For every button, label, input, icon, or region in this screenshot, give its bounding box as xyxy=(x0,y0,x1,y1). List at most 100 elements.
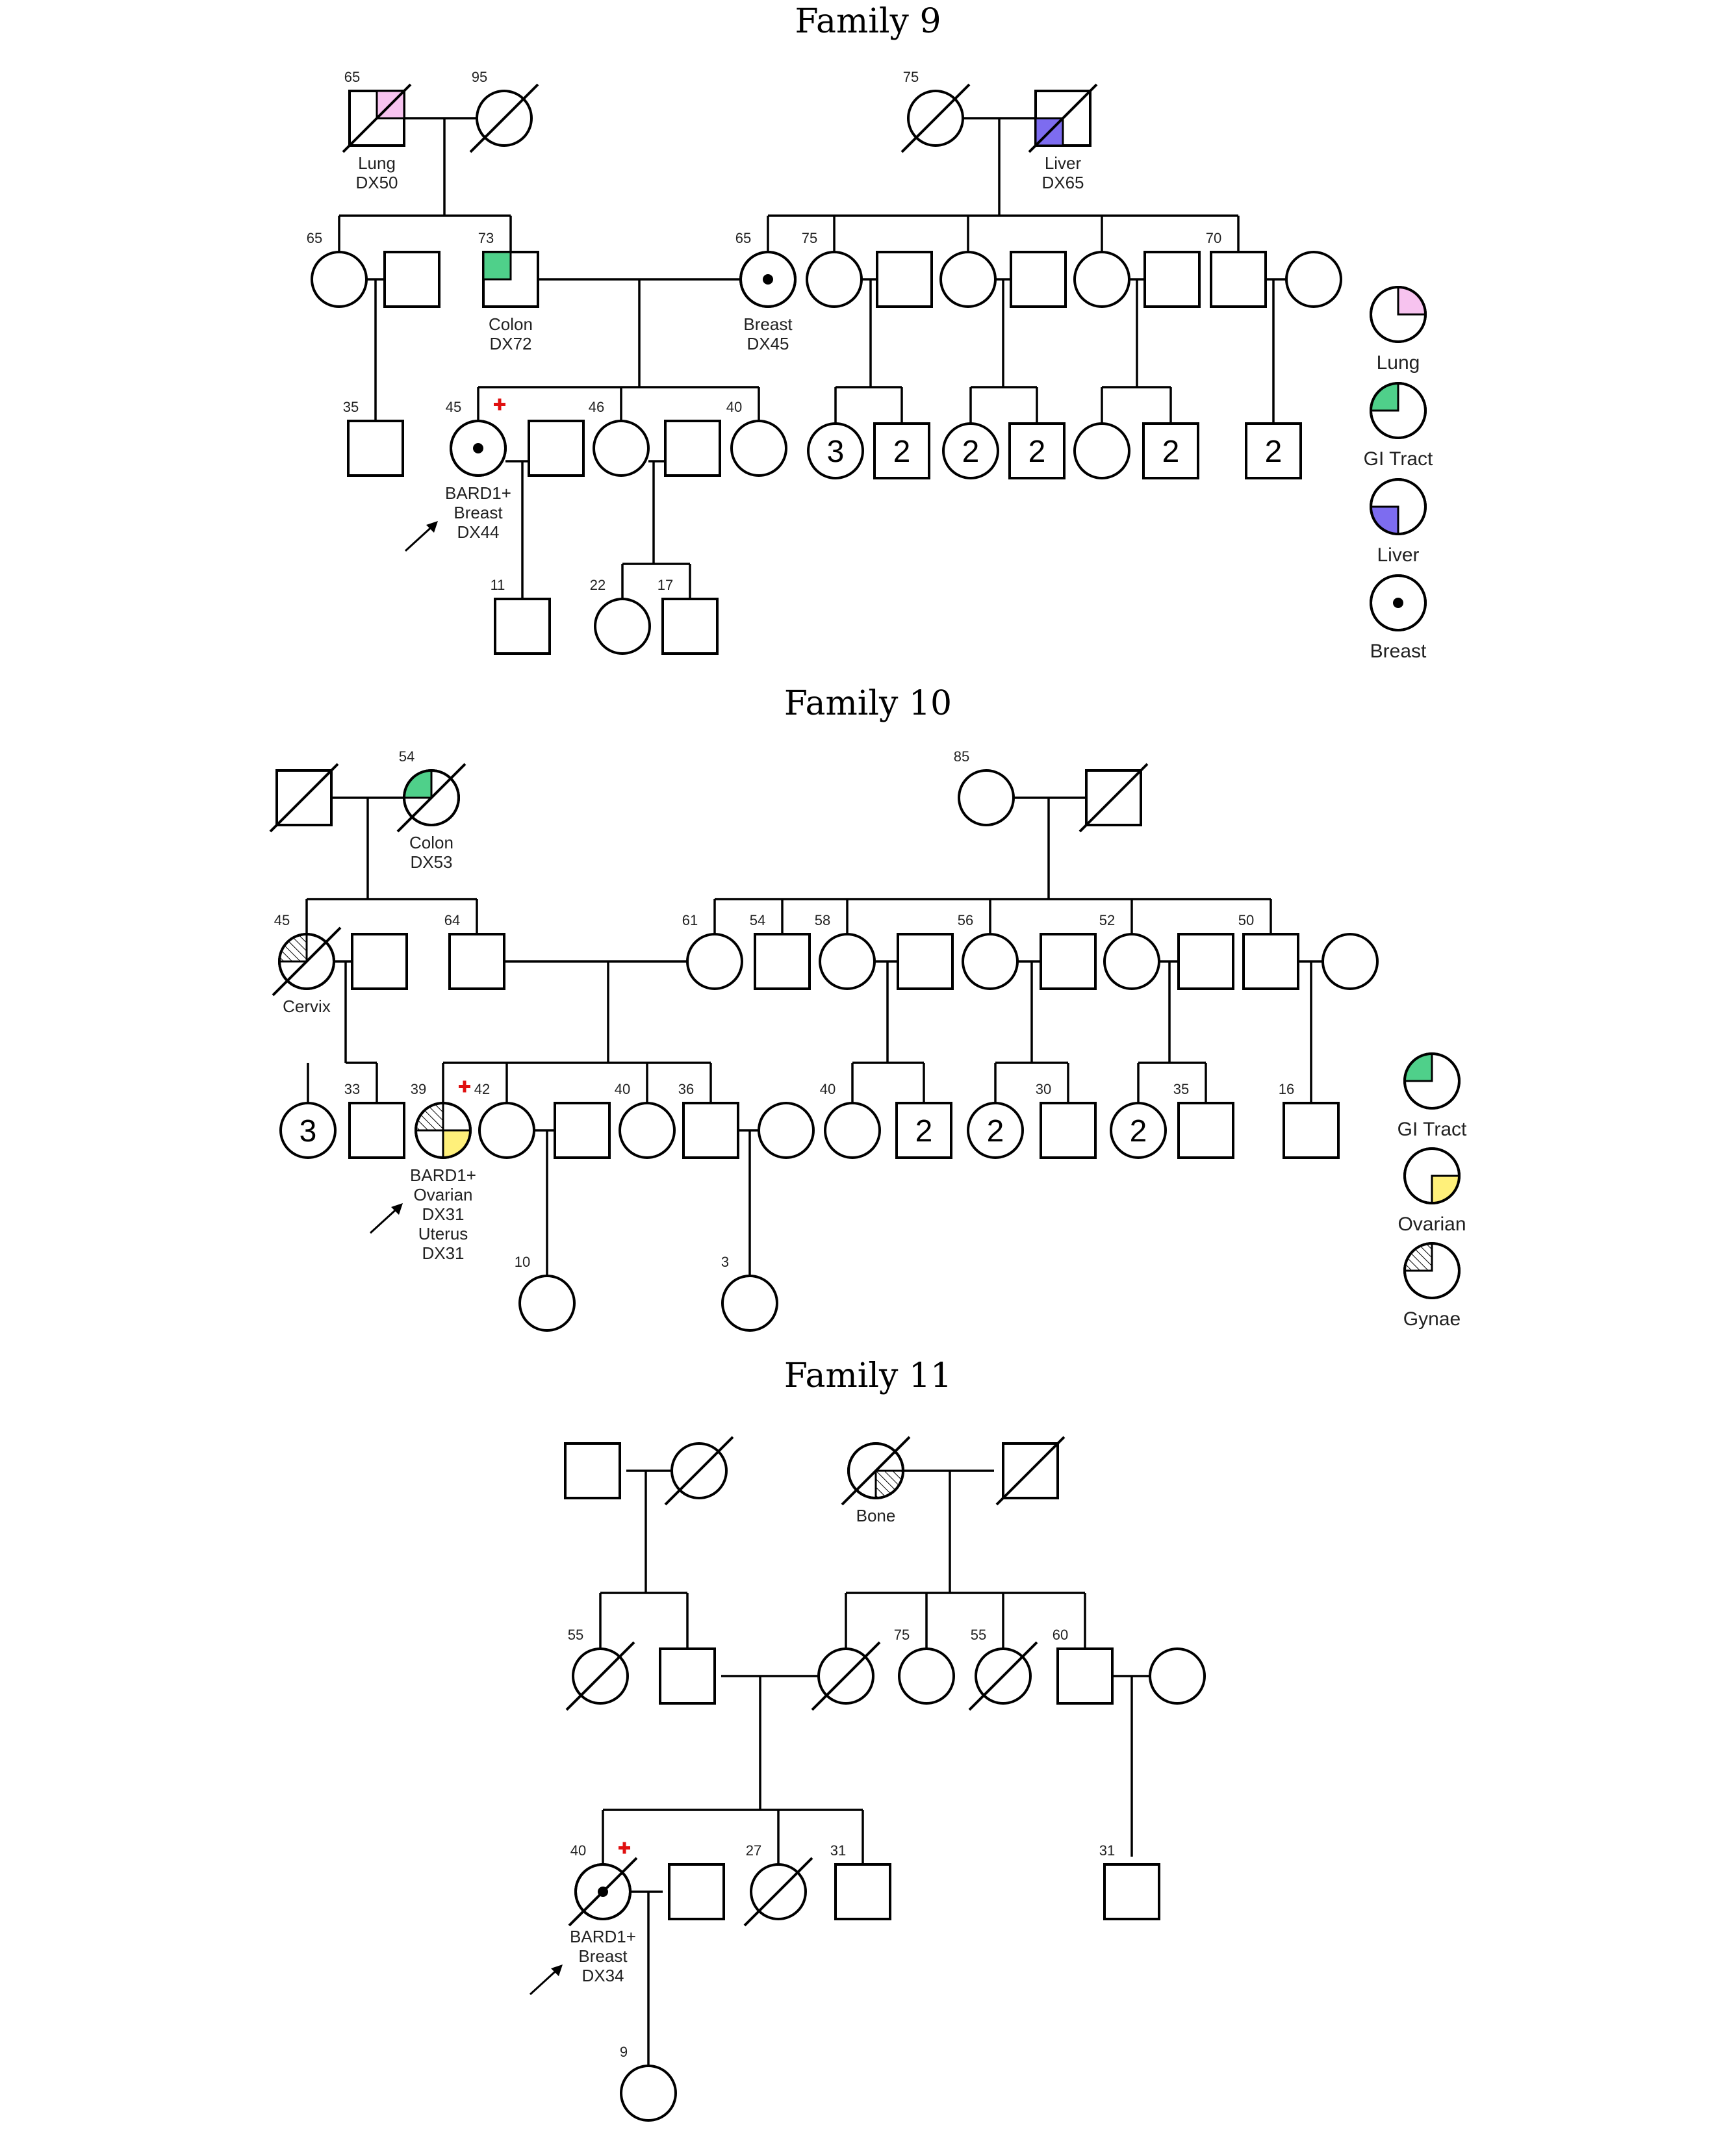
member-age: 56 xyxy=(958,912,973,928)
member-age: 55 xyxy=(568,1627,583,1643)
male-symbol xyxy=(448,933,505,990)
pedigree-member xyxy=(968,1641,1038,1711)
pedigree-member xyxy=(351,933,408,990)
member-age: 40 xyxy=(615,1081,630,1097)
female-symbol xyxy=(824,1102,881,1159)
diagnosis-label: Uterus xyxy=(418,1224,468,1243)
member-age: 95 xyxy=(472,69,487,85)
legend-gi-tract-icon xyxy=(1403,1052,1461,1110)
breast-dot-icon xyxy=(1393,598,1403,608)
male-symbol xyxy=(661,598,719,655)
pedigree-member xyxy=(834,1863,891,1920)
sibling-count: 2 xyxy=(987,1114,1004,1149)
sibling-count: 2 xyxy=(1162,435,1180,469)
member-age: 85 xyxy=(954,748,969,765)
pedigree-member xyxy=(895,1102,952,1159)
male-symbol xyxy=(1103,1863,1160,1920)
pedigree-member xyxy=(824,1102,881,1159)
deceased-slash xyxy=(841,1436,911,1506)
pedigree-member xyxy=(942,422,999,479)
female-symbol xyxy=(1073,422,1130,479)
pedigree-member xyxy=(819,933,876,990)
pedigree-member xyxy=(754,933,811,990)
male-symbol xyxy=(664,420,721,477)
legend-gynae-icon xyxy=(1403,1242,1461,1299)
sibling-count: 2 xyxy=(962,435,980,469)
male-symbol xyxy=(873,422,930,479)
diagnosis-label: DX45 xyxy=(747,334,789,353)
deceased-slash xyxy=(568,1857,638,1927)
member-age: 54 xyxy=(399,748,415,765)
pedigree-member xyxy=(620,2065,677,2122)
female-symbol xyxy=(1321,933,1379,990)
pedigree-member xyxy=(1149,1647,1206,1705)
deceased-slash xyxy=(1079,763,1149,833)
diagnosis-label: Bone xyxy=(856,1506,896,1525)
male-symbol xyxy=(659,1647,716,1705)
member-age: 22 xyxy=(590,577,606,593)
member-age: 64 xyxy=(444,912,460,928)
female-symbol xyxy=(1285,251,1342,308)
diagnosis-label: DX65 xyxy=(1041,173,1084,192)
female-symbol xyxy=(279,1102,337,1159)
member-age: 46 xyxy=(589,399,604,415)
pedigree-member xyxy=(807,422,864,479)
female-symbol xyxy=(806,251,863,308)
female-symbol xyxy=(807,422,864,479)
legend-liver-icon xyxy=(1370,478,1427,535)
diagnosis-label: Breast xyxy=(453,503,503,522)
male-symbol xyxy=(1177,933,1234,990)
member-age: 75 xyxy=(802,230,817,246)
male-symbol xyxy=(564,1442,621,1499)
sibling-count: 2 xyxy=(1265,435,1283,469)
male-symbol xyxy=(1040,1102,1097,1159)
member-age: 54 xyxy=(750,912,765,928)
male-symbol xyxy=(1245,422,1302,479)
diagnosis-label: Ovarian xyxy=(413,1185,472,1204)
member-age: 45 xyxy=(274,912,290,928)
pedigree-member xyxy=(1040,1102,1097,1159)
sibling-count: 2 xyxy=(1028,435,1046,469)
member-age: 17 xyxy=(657,577,673,593)
member-age: 30 xyxy=(1036,1081,1051,1097)
sibling-count: 3 xyxy=(300,1114,317,1149)
proband-arrow-icon xyxy=(404,521,438,552)
sibling-count: 2 xyxy=(915,1114,933,1149)
pedigree-member xyxy=(415,1102,472,1159)
sibling-count: 2 xyxy=(893,435,911,469)
pedigree-member xyxy=(396,763,466,833)
pedigree-member xyxy=(342,83,412,153)
female-symbol xyxy=(311,251,368,308)
member-age: 9 xyxy=(620,2044,628,2060)
carrier-plus-icon xyxy=(459,1080,470,1093)
diagnosis-label: Lung xyxy=(358,153,396,173)
diagnosis-label: Breast xyxy=(578,1946,628,1966)
family-title: Family 10 xyxy=(784,684,952,723)
pedigree-member xyxy=(1056,1647,1114,1705)
diagnosis-label: DX31 xyxy=(422,1204,464,1224)
pedigree-member xyxy=(1103,1863,1160,1920)
male-symbol xyxy=(351,933,408,990)
member-age: 10 xyxy=(515,1254,530,1270)
member-age: 35 xyxy=(343,399,359,415)
member-age: 31 xyxy=(1099,1842,1115,1859)
pedigree-member xyxy=(1283,1102,1340,1159)
female-symbol xyxy=(1103,933,1160,990)
female-symbol xyxy=(898,1647,955,1705)
pedigree-member xyxy=(1079,763,1149,833)
pedigree-member xyxy=(661,598,719,655)
affected-quadrant xyxy=(482,251,512,281)
diagnosis-label: Breast xyxy=(743,314,793,334)
pedigree-member xyxy=(721,1275,778,1332)
member-age: 52 xyxy=(1099,912,1115,928)
proband-arrow-icon xyxy=(369,1203,403,1234)
male-symbol xyxy=(1177,1102,1234,1159)
female-symbol xyxy=(958,769,1015,826)
male-symbol xyxy=(494,598,551,655)
pedigree-member xyxy=(730,420,787,477)
carrier-plus-icon xyxy=(494,398,505,411)
diagnosis-label: Colon xyxy=(489,314,533,334)
female-symbol xyxy=(758,1102,815,1159)
